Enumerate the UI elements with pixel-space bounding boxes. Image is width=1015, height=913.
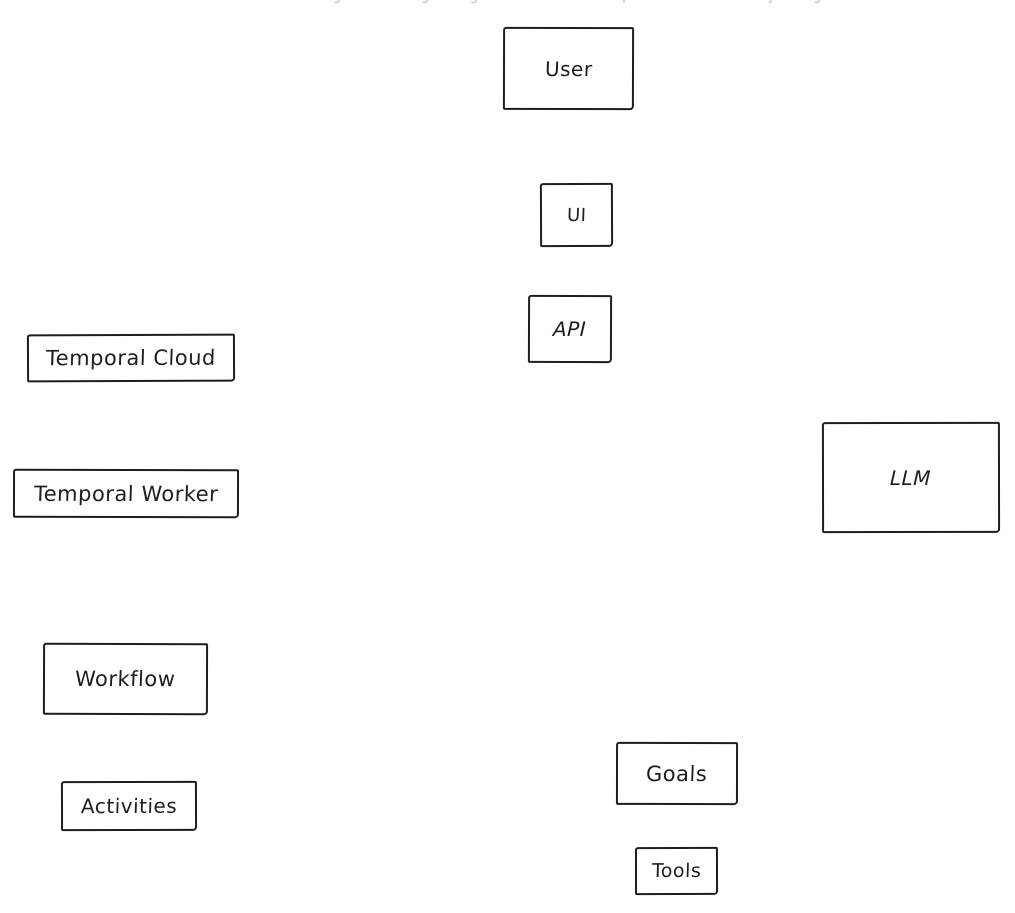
node-workflow[interactable]: Workflow: [42, 642, 209, 716]
node-user-label: User: [544, 56, 593, 81]
node-temporal-cloud-label: Temporal Cloud: [45, 345, 217, 371]
node-temporal-cloud[interactable]: Temporal Cloud: [26, 333, 236, 383]
node-activities[interactable]: Activities: [60, 780, 198, 832]
node-llm-label: LLM: [890, 465, 932, 490]
node-tools[interactable]: Tools: [634, 846, 719, 896]
node-goals-label: Goals: [645, 761, 709, 786]
node-user[interactable]: User: [502, 26, 635, 111]
node-tools-label: Tools: [651, 859, 702, 883]
node-ui[interactable]: UI: [539, 182, 614, 248]
node-ui-label: UI: [566, 204, 587, 226]
node-activities-label: Activities: [80, 793, 178, 819]
node-llm[interactable]: LLM: [821, 421, 1001, 534]
node-temporal-worker[interactable]: Temporal Worker: [12, 468, 240, 519]
node-api-label: API: [552, 316, 588, 342]
node-api[interactable]: API: [527, 294, 613, 364]
node-goals[interactable]: Goals: [615, 741, 739, 806]
node-temporal-worker-label: Temporal Worker: [33, 481, 219, 506]
cropped-caption-text: Excalidraw diagram showing the agent arc…: [233, 0, 858, 4]
node-workflow-label: Workflow: [74, 666, 177, 692]
